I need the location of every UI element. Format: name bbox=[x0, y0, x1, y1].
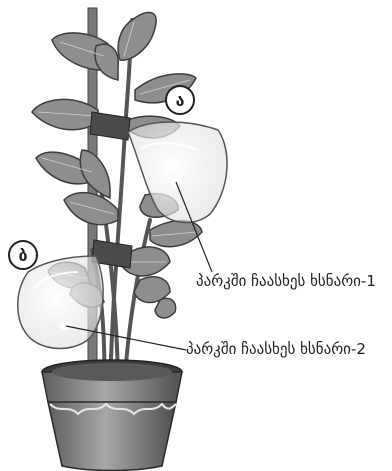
marker-b-label: ბ bbox=[18, 246, 27, 265]
marker-b: ბ bbox=[8, 240, 38, 270]
flower-pot bbox=[42, 360, 182, 471]
marker-a-label: ა bbox=[176, 91, 185, 110]
bag-2 bbox=[18, 256, 103, 349]
marker-a: ა bbox=[165, 85, 195, 115]
callout-bag-1: პარკში ჩაასხეს ხსნარი-1 bbox=[196, 272, 376, 290]
callout-bag-2: პარკში ჩაასხეს ხსნარი-2 bbox=[186, 340, 366, 358]
